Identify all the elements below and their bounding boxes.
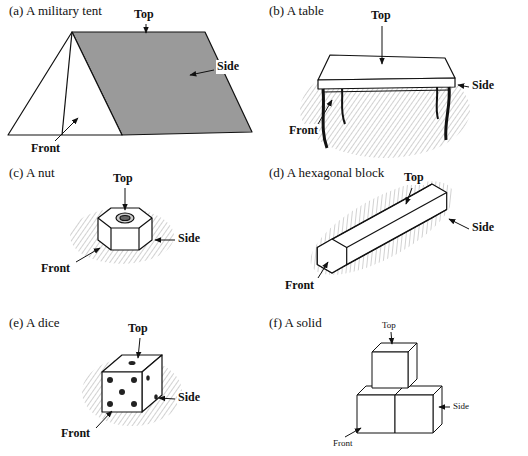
view-label: Side (452, 401, 470, 411)
figure-caption: (c) A nut (8, 166, 56, 181)
view-label: Top (381, 320, 397, 330)
view-label: Top (403, 171, 425, 185)
view-label: Top (112, 172, 134, 186)
figure-caption: (f) A solid (268, 316, 323, 331)
view-label: Side (471, 79, 495, 93)
view-label: Side (177, 232, 201, 246)
nut-figure (70, 208, 174, 264)
dice-figure (82, 355, 182, 426)
cubes-figure (357, 343, 442, 433)
view-label: Front (40, 262, 71, 276)
view-label: Top (127, 322, 149, 336)
view-label: Side (177, 391, 201, 405)
view-label: Front (60, 427, 91, 441)
view-label: Front (288, 124, 319, 138)
figure-caption: (a) A military tent (8, 4, 103, 19)
figure-caption: (d) A hexagonal block (268, 166, 385, 181)
view-label: Front (332, 438, 354, 448)
view-label: Front (284, 279, 315, 293)
tent-figure (8, 32, 252, 135)
figure-caption: (e) A dice (8, 316, 61, 331)
hexagonal-block-figure (297, 163, 466, 293)
view-label: Front (30, 142, 61, 156)
table-figure (300, 55, 470, 158)
view-label: Top (133, 8, 155, 22)
view-label: Side (216, 60, 240, 74)
leader-arrows (55, 24, 469, 437)
view-label: Side (471, 221, 495, 235)
view-label: Top (370, 9, 392, 23)
figure-caption: (b) A table (268, 4, 325, 19)
